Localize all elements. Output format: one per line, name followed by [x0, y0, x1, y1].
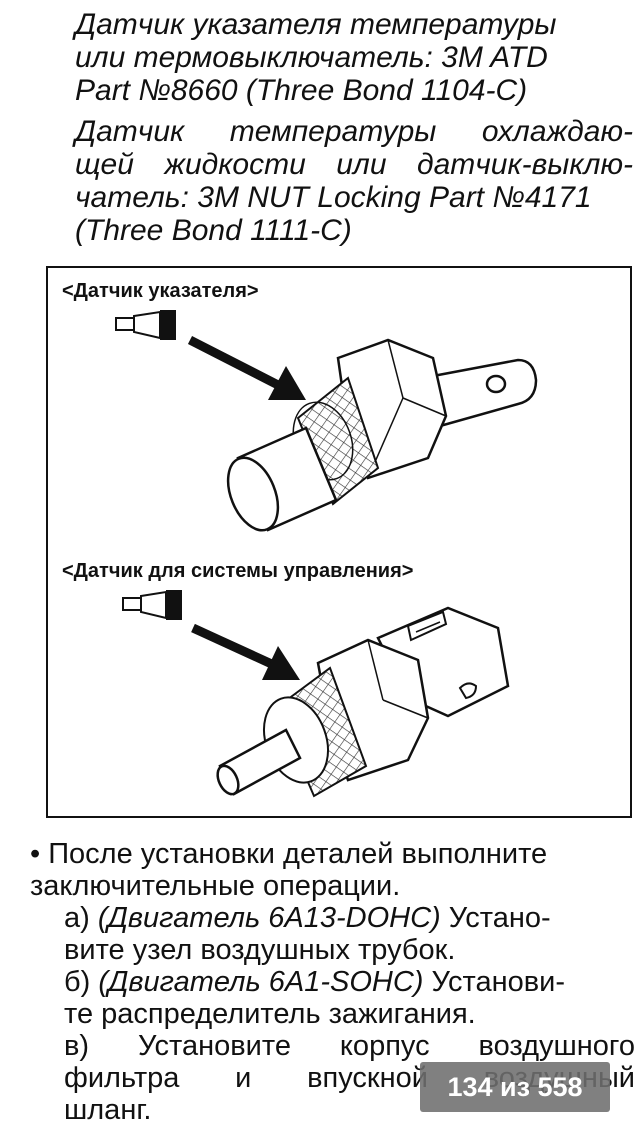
- engine-name: (Двигатель 6A13-DOHC): [97, 902, 441, 934]
- sensor-illustration: [115, 310, 538, 798]
- arrow-icon: [187, 335, 306, 400]
- instructions: • После установки деталей выполните закл…: [30, 838, 635, 1126]
- engine-name: (Двигатель 6A1-SOHC): [98, 966, 424, 998]
- word: в): [64, 1030, 90, 1062]
- caption-gauge-sensor: <Датчик указателя>: [62, 280, 259, 302]
- step-label: а): [64, 902, 98, 934]
- text-line: чатель: 3M NUT Locking Part №4171: [75, 181, 592, 214]
- word: корпус: [339, 1030, 430, 1062]
- step-text: Устано-: [440, 902, 551, 934]
- word: воздушного: [478, 1030, 635, 1062]
- bullet-line: • После установки деталей выполните: [30, 838, 548, 870]
- word: охлаждаю-: [481, 115, 633, 148]
- gauge-sensor-drawing: [226, 338, 538, 532]
- word: Датчик: [75, 115, 185, 148]
- step-b-cont: те распределитель зажигания.: [64, 998, 476, 1030]
- word: щей: [75, 148, 134, 181]
- step-c-end: шланг.: [64, 1094, 152, 1126]
- sensor-figure: <Датчик указателя> <Датчик для системы у…: [46, 266, 632, 818]
- text-line: Датчик температуры охлаждаю-: [75, 115, 633, 148]
- caption-control-sensor: <Датчик для системы управления>: [62, 560, 414, 582]
- step-a: а) (Двигатель 6A13-DOHC) Устано-: [30, 902, 635, 934]
- text-line: щей жидкости или датчик-выклю-: [75, 148, 633, 181]
- step-text: Установи-: [423, 966, 565, 998]
- word: датчик-выклю-: [417, 148, 633, 181]
- text-line: Part №8660 (Three Bond 1104-C): [75, 74, 528, 107]
- word: или: [336, 148, 387, 181]
- word: фильтра: [64, 1062, 180, 1094]
- word: впускной: [307, 1062, 428, 1094]
- page-counter-badge: 134 из 558: [420, 1062, 610, 1112]
- sealant-note-gauge-sensor: Датчик указателя температуры или термовы…: [75, 8, 630, 107]
- sealant-tube-icon: [115, 310, 176, 340]
- sealant-tube-icon: [122, 590, 182, 620]
- step-label: б): [64, 966, 99, 998]
- arrow-icon: [191, 623, 300, 680]
- word: жидкости: [164, 148, 306, 181]
- step-b: б) (Двигатель 6A1-SOHC) Установи-: [30, 966, 635, 998]
- text-line: или термовыключатель: 3M ATD: [75, 41, 548, 74]
- bullet-line-cont: заключительные операции.: [30, 870, 401, 902]
- sealant-note-coolant-sensor: Датчик температуры охлаждаю- щей жидкост…: [75, 115, 633, 247]
- word: Установите: [138, 1030, 291, 1062]
- control-sensor-drawing: [216, 606, 510, 798]
- step-c: в) Установите корпус воздушного: [30, 1030, 635, 1062]
- text-line: (Three Bond 1111-C): [75, 214, 352, 247]
- text-line: Датчик указателя температуры: [75, 8, 557, 41]
- step-a-cont: вите узел воздушных трубок.: [64, 934, 456, 966]
- word: и: [235, 1062, 252, 1094]
- word: температуры: [229, 115, 437, 148]
